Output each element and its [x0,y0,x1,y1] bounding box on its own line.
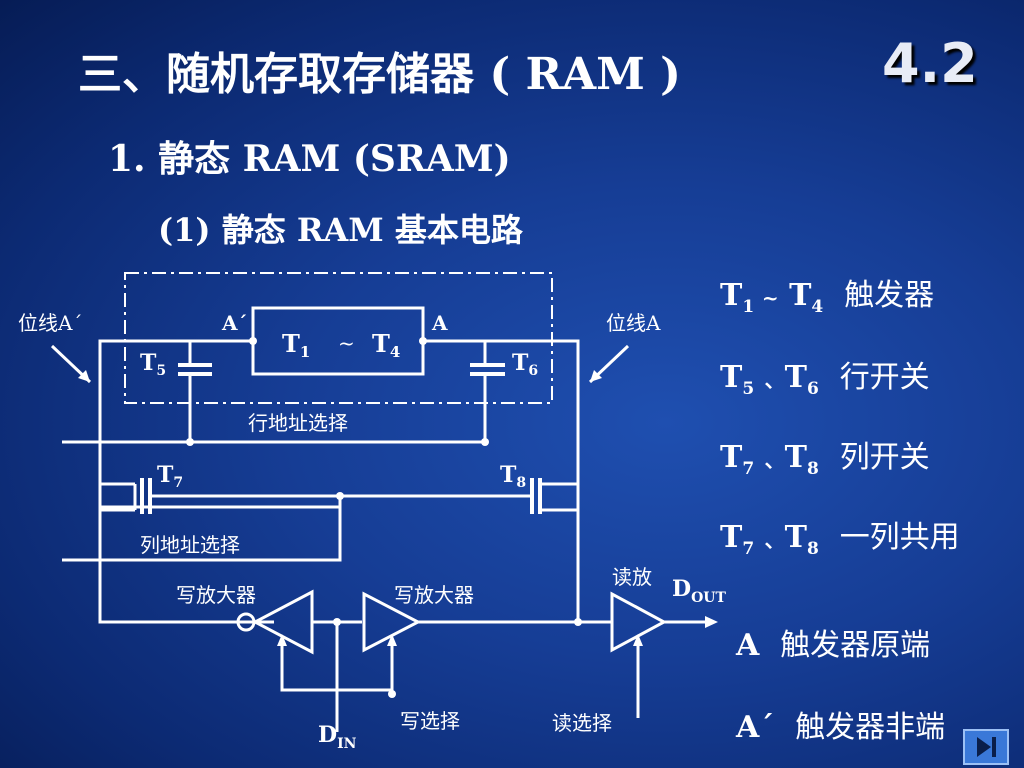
t6-label: T6 [512,350,538,379]
node-right-label: A [431,311,448,335]
t8-label: T8 [500,462,526,491]
flipflop-t1-label: T1 [282,329,310,361]
col-select-wire [62,505,342,562]
bitline-left-label: 位线A´ [18,311,82,335]
flipflop-t4-label: T4 [372,329,400,361]
col-select-label: 列地址选择 [140,533,240,557]
section-number: 4.2 [882,32,978,95]
write-amp-right-label: 写放大器 [394,583,474,607]
dout-label: DOUT [672,576,726,606]
legend-row-2: T5 、T6 行开关 [720,360,930,399]
note-a: A 触发器原端 [736,628,931,663]
din-label: DIN [318,722,357,752]
note-a-prime: A´ 触发器非端 [736,710,946,745]
node-left-label: A´ [221,311,248,335]
write-amp-right [362,591,422,653]
row-select-label: 行地址选择 [248,411,348,435]
subtitle-sram: 1. 静态 RAM (SRAM) [108,138,511,180]
bitline-right-label: 位线A [606,311,661,335]
legend-row-3: T7 、T8 列开关 [720,440,930,479]
subtitle-basic-circuit: (1) 静态 RAM 基本电路 [158,211,523,249]
legend-row-4: T7 、T8 一列共用 [720,520,960,559]
bitline-left-wire [98,339,274,624]
cell-boundary [124,272,553,404]
slide-title: 三、随机存取存储器 ( RAM ) [78,49,682,100]
next-slide-button[interactable] [963,729,1009,765]
t7-label: T7 [157,462,183,491]
read-select-label: 读选择 [552,711,612,735]
flipflop-tilde: ~ [338,331,355,355]
bitline-right-wire [485,339,580,622]
write-amp-left-label: 写放大器 [176,583,256,607]
t5-label: T5 [140,350,166,379]
next-end-icon [977,737,996,757]
legend-row-1: T1 ~ T4 触发器 [720,278,935,317]
write-select-label: 写选择 [400,709,460,733]
read-amp-label: 读放 [612,565,652,589]
sram-circuit-diagram: 位线A´ 位线A A´ A T1 ~ T4 T5 T6 T7 T8 行地址选择 … [18,272,726,752]
